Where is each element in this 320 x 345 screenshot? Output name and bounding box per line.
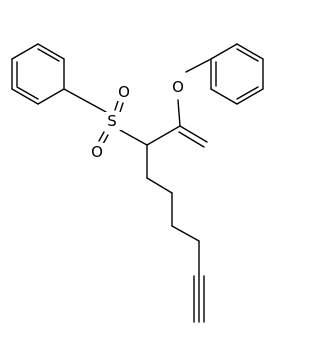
ring-bond bbox=[210, 43, 238, 60]
ch-to-sulfur-bond bbox=[119, 129, 148, 146]
ring-bond bbox=[210, 88, 238, 105]
ring-inner-double-bond bbox=[37, 48, 60, 62]
atom-label-bg bbox=[104, 112, 121, 130]
ring-bond bbox=[11, 88, 39, 105]
ring-inner-double-bond bbox=[236, 86, 259, 100]
vinyl-double-bond-inner bbox=[178, 131, 205, 148]
sulfonyl-double-bond-bottom bbox=[98, 131, 105, 142]
ring-bond bbox=[37, 43, 65, 60]
ring-inner-double-bond bbox=[16, 86, 39, 100]
chain-bond bbox=[171, 225, 200, 242]
ring-inner-double-bond bbox=[236, 48, 259, 62]
ether-oxygen-label: O bbox=[172, 78, 184, 96]
sulfonyl-double-bond-top-inner bbox=[119, 102, 124, 113]
atom-label-bg bbox=[88, 143, 105, 161]
vinyl-to-ch-bond bbox=[146, 125, 181, 146]
sulfonyl-double-bond-top bbox=[114, 100, 119, 111]
atom-label-bg bbox=[116, 83, 133, 101]
vinyl-double-bond bbox=[179, 125, 208, 143]
backbone bbox=[63, 58, 212, 323]
ring-bond bbox=[37, 88, 65, 105]
sulfur-label: S bbox=[107, 112, 117, 130]
structure-canvas: O S O O bbox=[11, 43, 264, 323]
chemical-structure-diagram: O S O O bbox=[11, 43, 264, 323]
phenylsulfonyl-ring bbox=[11, 43, 65, 105]
ether-bond-ring bbox=[185, 58, 212, 73]
ether-bond-vinyl bbox=[177, 99, 181, 127]
sulfonyl-oxygen-bottom-label: O bbox=[91, 143, 103, 161]
sulfur-to-ring-bond bbox=[63, 88, 107, 113]
sulfonyl-double-bond-bottom-inner bbox=[102, 134, 109, 145]
sulfonyl-oxygen-top-label: O bbox=[118, 83, 130, 101]
phenoxy-ring bbox=[210, 43, 264, 105]
chain-bond bbox=[146, 177, 173, 194]
ring-bond bbox=[236, 88, 264, 105]
ring-bond bbox=[11, 43, 39, 60]
atom-label-bg bbox=[169, 78, 186, 96]
atom-labels: O S O O bbox=[88, 78, 186, 161]
ring-bond bbox=[236, 43, 264, 60]
